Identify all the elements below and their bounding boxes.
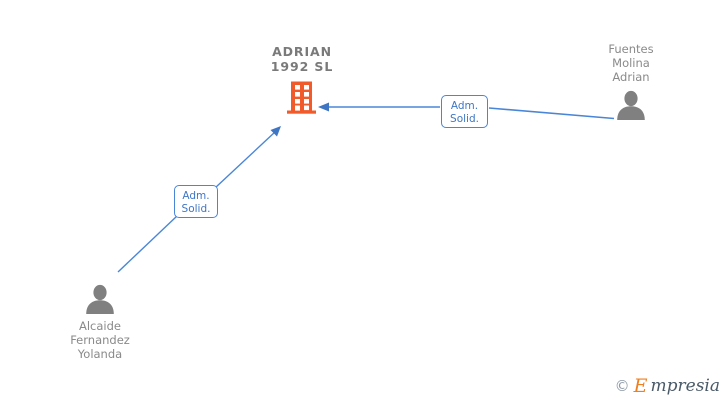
person-name-label: Alcaide Fernandez Yolanda xyxy=(70,319,130,361)
person-node-fuentes-molina-adrian[interactable]: Fuentes Molina Adrian xyxy=(571,42,691,120)
edge-right-arrowhead xyxy=(318,102,329,112)
edge-left-line-outer xyxy=(117,215,178,273)
edge-label-adm-solid-left[interactable]: Adm. Solid. xyxy=(174,185,218,218)
copyright-icon: © xyxy=(614,377,630,395)
watermark: © E mpresia xyxy=(615,377,720,396)
building-icon[interactable] xyxy=(284,80,320,116)
person-node-alcaide-fernandez-yolanda[interactable]: Alcaide Fernandez Yolanda xyxy=(40,284,160,361)
brand-name: mpresia xyxy=(650,376,721,396)
edge-label-adm-solid-right[interactable]: Adm. Solid. xyxy=(441,95,488,128)
brand-initial: E xyxy=(633,375,648,397)
person-icon[interactable] xyxy=(83,284,117,314)
person-icon[interactable] xyxy=(614,90,648,120)
company-node[interactable]: ADRIAN 1992 SL xyxy=(232,44,372,116)
edge-left-line-inner xyxy=(214,131,276,189)
edge-left-arrowhead xyxy=(270,126,281,137)
company-name-label: ADRIAN 1992 SL xyxy=(270,44,334,74)
person-name-label: Fuentes Molina Adrian xyxy=(608,42,654,84)
edge-right-line-outer xyxy=(488,107,615,120)
